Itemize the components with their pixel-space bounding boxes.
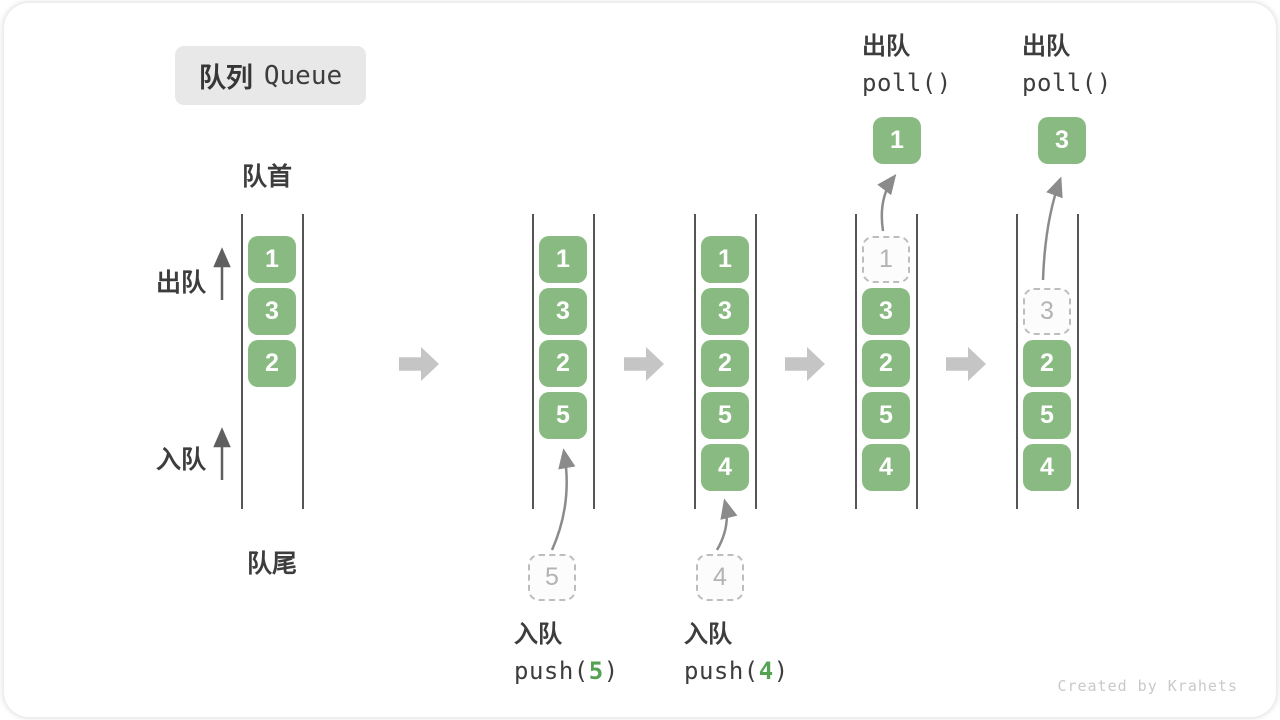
queue-cell: 5 [862, 392, 910, 439]
label-queue-front: 队首 [242, 163, 293, 191]
queue-cell: 4 [1023, 444, 1071, 491]
queue-cell: 3 [539, 288, 587, 335]
queue-wall [593, 214, 595, 509]
push-operation-1: 入队 push(5) [514, 620, 619, 686]
queue-wall [1077, 214, 1079, 509]
removed-element: 1 [862, 236, 910, 283]
queue-cell: 3 [701, 288, 749, 335]
push-operation-2: 入队 push(4) [684, 620, 789, 686]
flow-right-arrow-icon [785, 347, 825, 381]
poll-label: 出队 [862, 33, 910, 60]
flow-right-arrow-icon [624, 347, 664, 381]
poll-code: poll() [862, 69, 952, 97]
queue-cell: 1 [539, 236, 587, 283]
title-zh: 队列 [198, 63, 253, 93]
flow-right-arrow-icon [946, 347, 986, 381]
queue-cell: 2 [862, 340, 910, 387]
label-queue-rear: 队尾 [247, 550, 298, 578]
push-transfer-arrow-icon [550, 448, 576, 551]
push-transfer-arrow-icon [715, 498, 738, 551]
push-arg: 4 [758, 657, 774, 685]
staged-element: 5 [528, 554, 576, 601]
poll-label: 出队 [1022, 33, 1070, 60]
push-label: 入队 [684, 621, 732, 648]
poll-operation-1: 出队 poll() [862, 32, 952, 98]
queue-cell: 2 [1023, 340, 1071, 387]
staged-element: 4 [696, 554, 744, 601]
label-dequeue: 出队 [156, 269, 207, 297]
push-label: 入队 [514, 621, 562, 648]
queue-cell: 2 [701, 340, 749, 387]
diagram-canvas: 队列 Queue 队首 队尾 出队 入队 1 3 2 1 3 2 5 5 1 3… [3, 2, 1277, 718]
queue-cell: 5 [701, 392, 749, 439]
queue-wall [916, 214, 918, 509]
watermark: Created by Krahets [1057, 677, 1238, 695]
queue-cell: 1 [248, 236, 296, 283]
queue-cell: 5 [1023, 392, 1071, 439]
removed-element: 3 [1023, 288, 1071, 335]
push-arg: 5 [588, 657, 604, 685]
push-code: push(4) [684, 657, 789, 685]
poll-transfer-arrow-icon [1041, 176, 1063, 281]
queue-cell: 4 [701, 444, 749, 491]
queue-cell: 1 [701, 236, 749, 283]
queue-cell: 2 [248, 340, 296, 387]
poll-operation-2: 出队 poll() [1022, 32, 1112, 98]
title-badge: 队列 Queue [175, 46, 366, 105]
flow-right-arrow-icon [399, 347, 439, 381]
queue-cell: 2 [539, 340, 587, 387]
label-enqueue: 入队 [156, 446, 207, 474]
poll-code: poll() [1022, 69, 1112, 97]
queue-wall [1016, 214, 1018, 509]
poll-transfer-arrow-icon [877, 174, 897, 232]
push-code: push(5) [514, 657, 619, 685]
queue-cell: 5 [539, 392, 587, 439]
queue-wall [755, 214, 757, 509]
queue-wall [241, 214, 243, 509]
queue-wall [302, 214, 304, 509]
queue-wall [532, 214, 534, 509]
queue-cell: 3 [248, 288, 296, 335]
polled-element: 3 [1038, 117, 1086, 164]
polled-element: 1 [873, 117, 921, 164]
queue-cell: 3 [862, 288, 910, 335]
title-en: Queue [263, 60, 343, 91]
queue-cell: 4 [862, 444, 910, 491]
queue-wall [855, 214, 857, 509]
queue-wall [694, 214, 696, 509]
